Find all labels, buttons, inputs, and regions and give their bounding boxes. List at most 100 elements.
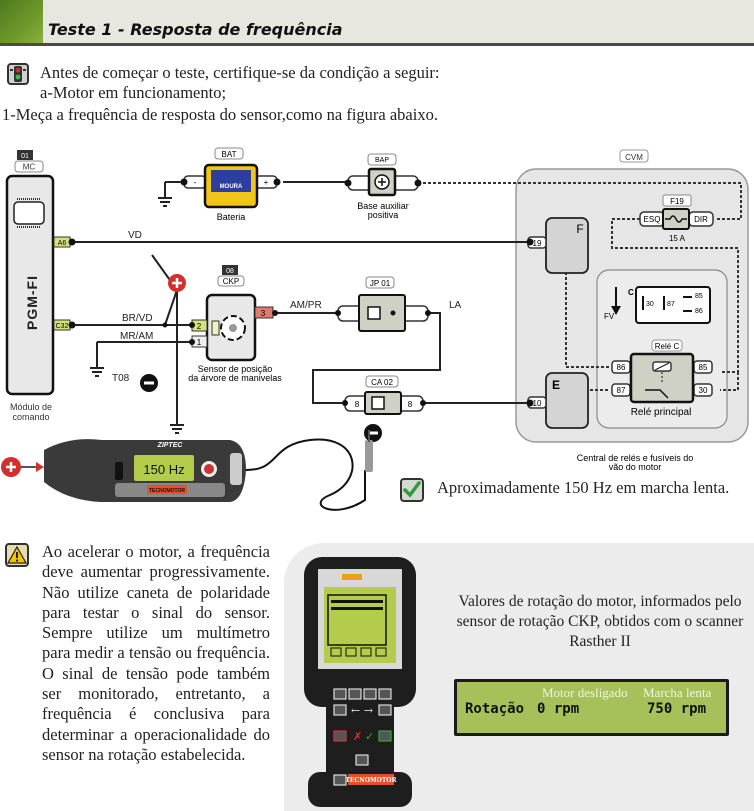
svg-text:FV: FV [604, 312, 615, 321]
svg-text:Relé C: Relé C [655, 342, 680, 351]
svg-text:30: 30 [646, 301, 654, 308]
svg-text:positiva: positiva [368, 210, 399, 220]
svg-text:2: 2 [197, 322, 202, 331]
module-code: MC [23, 163, 36, 172]
cvm-caption-2: vão do motor [609, 462, 662, 472]
check-icon [400, 478, 424, 502]
lcd-header-engine-off: Motor desligado [542, 685, 628, 700]
warning-text: Ao acelerar o motor, a frequência deve a… [42, 542, 270, 764]
svg-text:F19: F19 [670, 197, 684, 206]
svg-text:19: 19 [533, 239, 542, 248]
battery-code: BAT [222, 150, 237, 159]
ground-icon [90, 367, 104, 377]
module-pgm-fi: 01 MC PGM-FI Módulo de comando A6 C32 [5, 150, 71, 422]
svg-text:8: 8 [355, 400, 360, 409]
wire-brvd: BR/VD [122, 313, 153, 324]
ground-icon [158, 197, 172, 207]
svg-text:08: 08 [226, 268, 234, 275]
frequency-meter: TECNOMOTOR ZIPTEC 150 Hz [21, 430, 373, 511]
wire-ampr: AM/PR [290, 300, 322, 311]
svg-text:DIR: DIR [694, 215, 708, 224]
svg-text:Sensor de posição: Sensor de posição [198, 364, 273, 374]
battery-label: Bateria [217, 212, 246, 222]
module-label-1: Módulo de [10, 402, 52, 412]
battery-brand: MOURA [220, 184, 243, 190]
fuse-f19: F19 ESQ DIR 15 A [639, 194, 714, 243]
svg-text:CA 02: CA 02 [371, 378, 393, 387]
meter-reading: 150 Hz [143, 462, 184, 477]
scanner-caption: Valores de rotação do motor, informados … [456, 593, 744, 650]
scanner-device: ← → ✗ ✓ TECNOMOTOR [304, 557, 416, 807]
svg-text:E: E [552, 378, 560, 392]
wire-mram: MR/AM [120, 331, 153, 342]
wires [72, 181, 530, 404]
cvm-caption-1: Central de relés e fusíveis do [577, 453, 694, 463]
positive-probe-icon [168, 274, 186, 292]
svg-text:87: 87 [617, 386, 626, 395]
svg-text:C: C [628, 288, 634, 297]
svg-text:86: 86 [695, 308, 703, 315]
connector-dots [68, 178, 534, 407]
ca02-connector: CA 02 8 8 [344, 375, 424, 415]
ckp-sensor: 08 CKP 2 1 3 Sensor de posição da árvore… [188, 265, 282, 383]
cvm-code: CVM [625, 153, 643, 162]
intro-line-1: Antes de começar o teste, certifique-se … [40, 63, 440, 82]
svg-text:TECNOMOTOR: TECNOMOTOR [149, 488, 185, 494]
expected-result: Aproximadamente 150 Hz em marcha lenta. [437, 478, 730, 497]
relay-legend: FV C 30 87 85 86 [604, 286, 711, 324]
svg-text:✓: ✓ [365, 730, 374, 743]
lcd-value-idle: 750 rpm [647, 701, 707, 717]
svg-text:BAP: BAP [375, 157, 389, 164]
block-f: F 19 [527, 217, 589, 274]
svg-text:8: 8 [408, 400, 413, 409]
svg-text:85: 85 [695, 293, 703, 300]
intro-condition: a-Motor em funcionamento; [40, 83, 227, 102]
wiring-diagram: CVM 01 MC PGM-FI Módulo de comando A6 C3… [1, 147, 749, 511]
svg-text:ESQ: ESQ [644, 215, 661, 224]
svg-text:Base auxiliar: Base auxiliar [357, 201, 409, 211]
jp01-connector: JP 01 [337, 276, 429, 332]
scanner-keypad [333, 688, 392, 786]
svg-text:10: 10 [533, 399, 542, 408]
wire-la: LA [449, 300, 462, 311]
negative-probe-icon [364, 424, 382, 442]
svg-text:86: 86 [617, 363, 626, 372]
lcd-value-engine-off: 0 rpm [537, 701, 580, 717]
ground-label: T08 [112, 373, 130, 384]
module-label-2: comando [12, 412, 49, 422]
step-1-instruction: 1-Meça a frequência de resposta do senso… [2, 105, 438, 124]
scanner-lcd-readout: Motor desligado Marcha lenta Rotação 0 r… [454, 679, 729, 736]
lcd-rotation-label: Rotação [465, 701, 525, 717]
pin-a6: A6 [58, 240, 67, 247]
lcd-header-idle: Marcha lenta [643, 685, 712, 700]
svg-text:✗: ✗ [353, 730, 362, 743]
bap-connector: BAP Base auxiliar positiva [347, 153, 419, 220]
svg-text:← →: ← → [351, 704, 373, 717]
svg-text:3: 3 [261, 309, 266, 318]
module-name: PGM-FI [24, 275, 40, 330]
header-rule [0, 43, 754, 46]
module-number: 01 [21, 153, 29, 160]
wire-vd: VD [128, 230, 142, 241]
pin-c32: C32 [56, 323, 69, 330]
negative-probe-icon [140, 374, 158, 392]
battery: BAT - + MOURA Bateria [183, 147, 278, 222]
svg-text:CKP: CKP [223, 277, 239, 286]
svg-text:30: 30 [699, 386, 708, 395]
svg-text:87: 87 [667, 301, 675, 308]
svg-text:1: 1 [197, 338, 202, 347]
svg-text:da árvore de manivelas: da árvore de manivelas [188, 373, 282, 383]
header-accent [0, 0, 43, 46]
svg-text:F: F [576, 222, 583, 236]
scanner-maker: TECNOMOTOR [345, 777, 397, 784]
warning-icon [5, 543, 29, 567]
svg-text:-: - [194, 178, 197, 187]
block-e: E 10 [527, 372, 589, 429]
svg-text:15 A: 15 A [669, 234, 686, 243]
svg-text:JP 01: JP 01 [370, 279, 391, 288]
positive-probe-icon [1, 457, 21, 477]
page-title: Teste 1 - Resposta de frequência [48, 20, 343, 39]
section-header: Teste 1 - Resposta de frequência [0, 0, 754, 46]
relay-label: Relé principal [631, 407, 692, 418]
svg-text:+: + [264, 178, 269, 187]
